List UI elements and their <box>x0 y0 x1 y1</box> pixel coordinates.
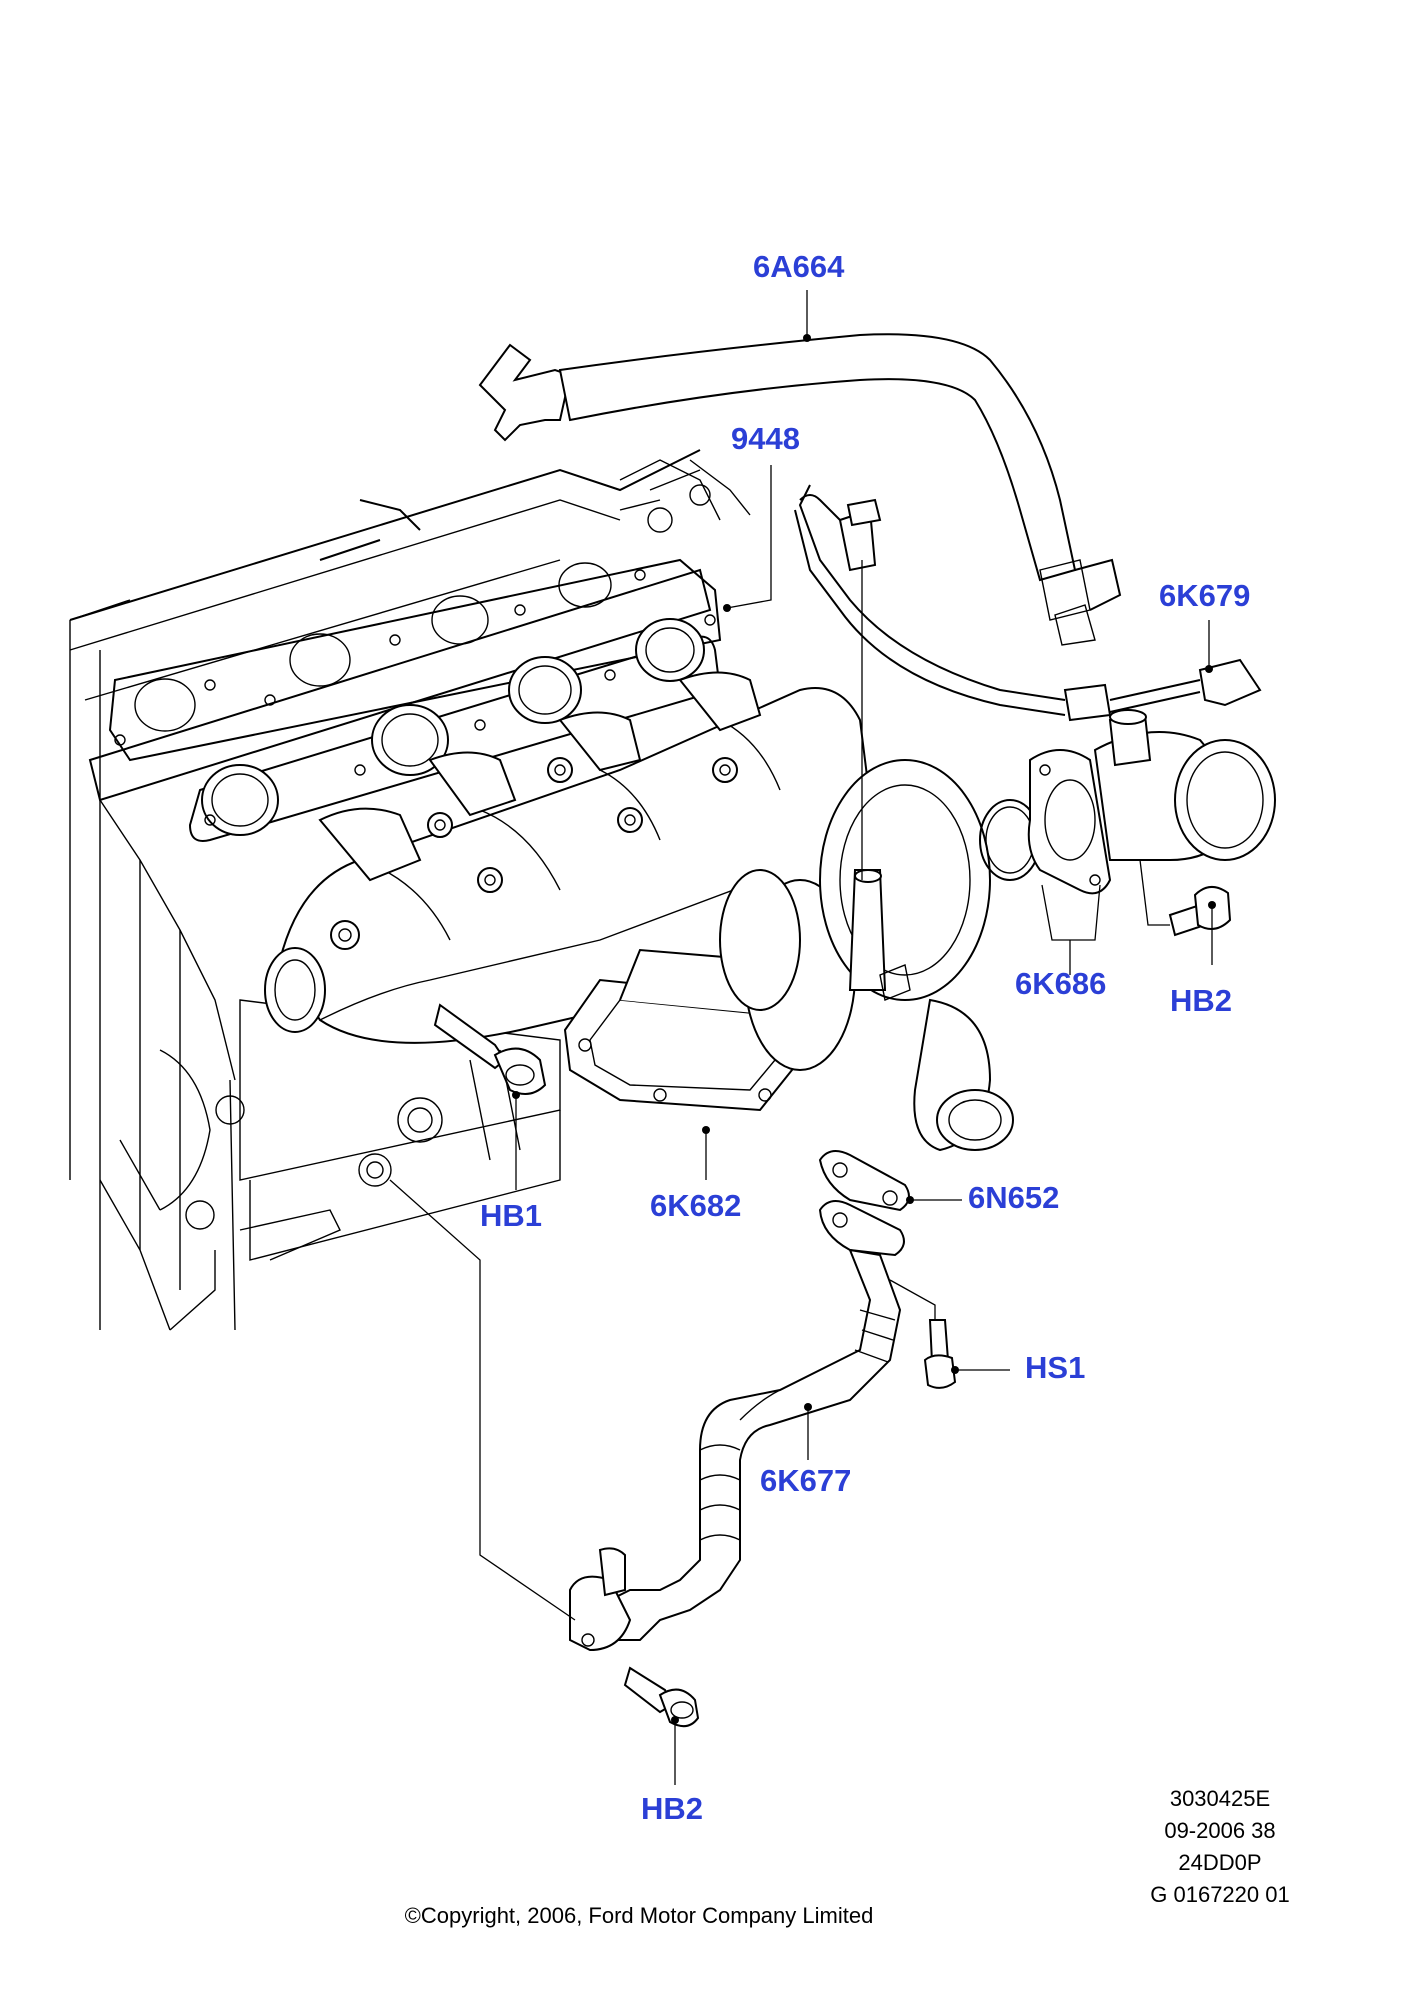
reference-line-2: 09-2006 38 <box>1164 1818 1276 1843</box>
reference-line-3: 24DD0P <box>1178 1850 1262 1875</box>
cylinder-head <box>69 449 751 802</box>
bolt-HB1 <box>433 1003 547 1095</box>
oil-feed-pipe-6K679 <box>794 484 1262 880</box>
callout-HB2-top[interactable]: HB2 <box>1170 983 1233 1018</box>
callout-HS1[interactable]: HS1 <box>1025 1350 1086 1385</box>
breather-hose-6A664 <box>478 333 1122 646</box>
callout-6N652[interactable]: 6N652 <box>968 1180 1060 1215</box>
callout-6K679[interactable]: 6K679 <box>1159 578 1251 613</box>
callout-6K677[interactable]: 6K677 <box>760 1463 852 1498</box>
bolt-HB2-top <box>1168 886 1232 937</box>
copyright-text: ©Copyright, 2006, Ford Motor Company Lim… <box>404 1903 874 1928</box>
callout-6A664[interactable]: 6A664 <box>753 249 845 284</box>
leader-lines <box>389 290 1216 1785</box>
callout-HB1[interactable]: HB1 <box>480 1198 543 1233</box>
bolt-HB2-bottom <box>623 1666 700 1728</box>
callout-6K686[interactable]: 6K686 <box>1015 966 1107 1001</box>
copyright-notice: ©Copyright, 2006, Ford Motor Company Lim… <box>0 1903 1418 1929</box>
callout-9448[interactable]: 9448 <box>731 421 800 456</box>
reference-line-1: 3030425E <box>1169 1786 1271 1811</box>
callout-HB2-bottom[interactable]: HB2 <box>641 1791 704 1826</box>
bolt-HS1 <box>923 1319 957 1389</box>
reference-line-4: G 0167220 01 <box>1150 1882 1290 1907</box>
compressor-gasket-6K686 <box>979 709 1276 895</box>
gasket-plate-back <box>108 558 722 762</box>
oil-return-pipe-6K677 <box>569 1150 910 1652</box>
callout-6K682[interactable]: 6K682 <box>650 1188 742 1223</box>
